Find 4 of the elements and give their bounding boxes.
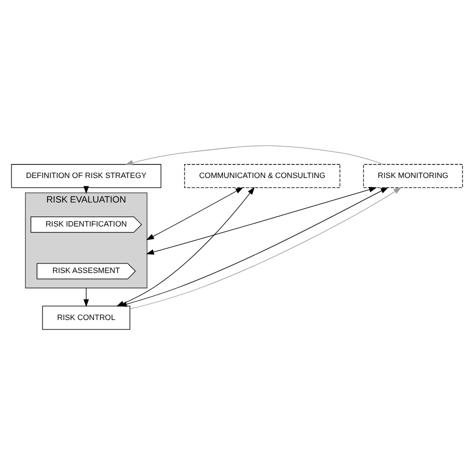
- arrow: [146, 186, 377, 254]
- arrow: [125, 144, 384, 165]
- arrow: [84, 287, 89, 307]
- arrow: [146, 186, 244, 240]
